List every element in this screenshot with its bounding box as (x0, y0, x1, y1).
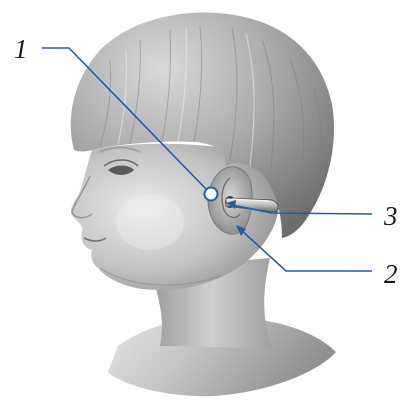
callout-label-2: 2 (384, 259, 398, 289)
callout-label-3: 3 (383, 201, 398, 231)
cheek-shade (116, 194, 184, 250)
callout-label-1: 1 (14, 34, 28, 64)
